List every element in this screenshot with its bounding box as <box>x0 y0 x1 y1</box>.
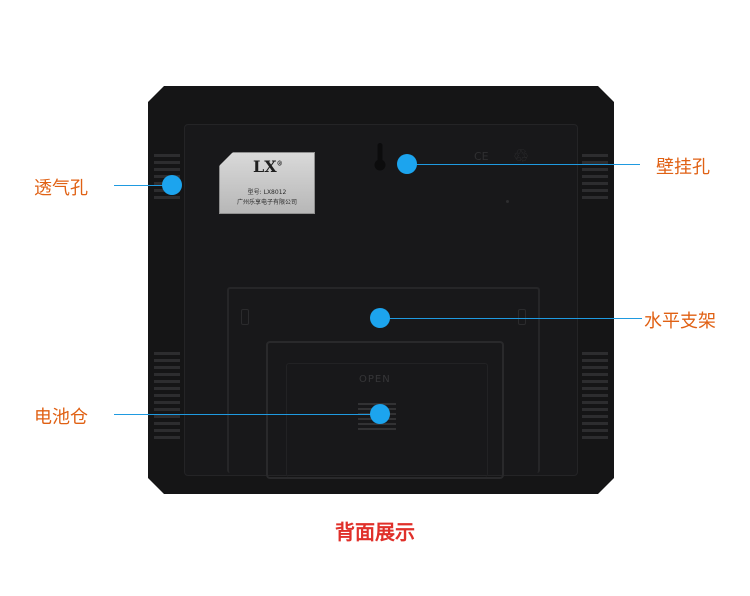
keyhole-icon <box>374 143 386 171</box>
right-upper-vent <box>582 154 608 203</box>
wall-hole-callout-line <box>407 164 640 165</box>
battery-cover <box>266 341 504 479</box>
pinhole <box>506 200 509 203</box>
left-lower-vent <box>154 352 180 443</box>
wall-hole-marker <box>397 154 417 174</box>
stand-outline <box>227 287 540 473</box>
page-caption: 背面展示 <box>335 520 415 544</box>
stand-right-notch <box>518 309 526 325</box>
battery-cover-inner <box>286 363 488 477</box>
vent-marker <box>162 175 182 195</box>
device-back-panel: LX® 型号: LX8012 广州乐享电子有限公司 CE ♲ OPEN <box>148 86 614 494</box>
vent-callout-line <box>114 185 172 186</box>
stand-left-notch <box>241 309 249 325</box>
company-name: 广州乐享电子有限公司 <box>236 199 297 206</box>
battery-marker <box>370 404 390 424</box>
open-marking: OPEN <box>359 374 391 385</box>
recycle-icon: ♲ <box>513 146 530 167</box>
product-label-plate: LX® 型号: LX8012 广州乐享电子有限公司 <box>219 152 315 214</box>
battery-callout-line <box>114 414 380 415</box>
wall-hole-label: 壁挂孔 <box>656 157 710 178</box>
right-lower-vent <box>582 352 608 443</box>
vent-label: 透气孔 <box>34 178 88 199</box>
stand-label: 水平支架 <box>644 311 716 332</box>
battery-label: 电池仓 <box>34 407 88 428</box>
stand-callout-line <box>380 318 642 319</box>
brand-logo: LX® <box>253 157 283 176</box>
ce-mark: CE <box>474 150 489 163</box>
stand-marker <box>370 308 390 328</box>
model-number: 型号: LX8012 <box>247 189 287 196</box>
